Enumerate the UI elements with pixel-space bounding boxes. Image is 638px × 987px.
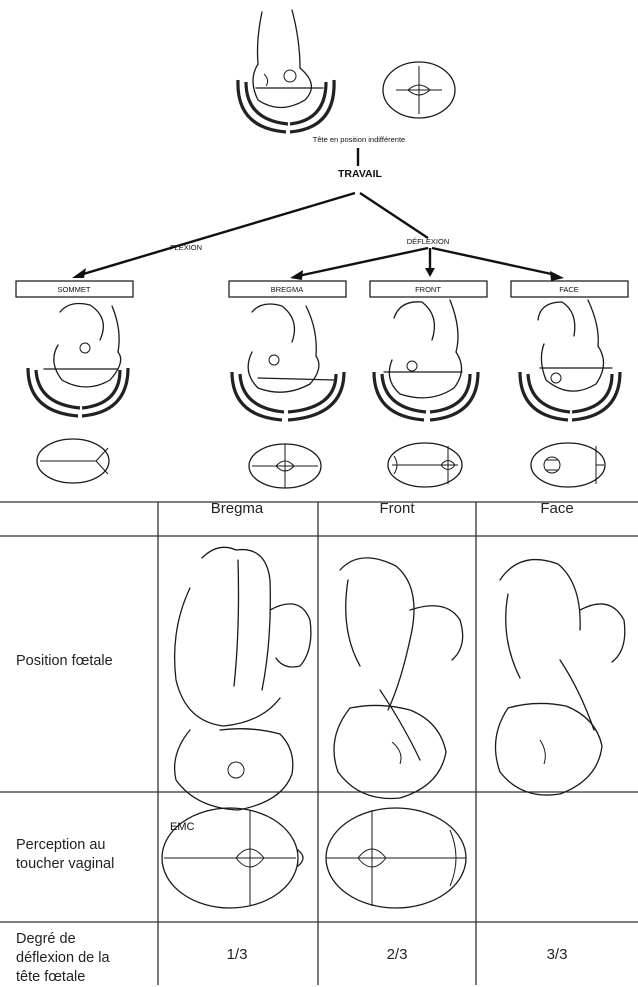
row-label-perception: Perception au toucher vaginal	[16, 836, 114, 874]
fetus-position-bregma-drawing: EMC	[170, 547, 311, 833]
skull-sommet-view	[37, 439, 109, 483]
deflexion-table-grid: EMC	[0, 490, 638, 985]
fetus-front-illustration	[374, 300, 478, 420]
fetus-position-face-drawing	[496, 560, 625, 796]
fetus-face-illustration	[520, 300, 620, 420]
box-front-label: FRONT	[415, 285, 441, 294]
fetus-bregma-illustration	[232, 304, 344, 420]
row-label-degre-line3: tête fœtale	[16, 968, 110, 987]
skull-face-view	[531, 443, 605, 487]
fetus-position-front-drawing	[334, 558, 463, 799]
row-label-degre-line1: Degré de	[16, 930, 110, 949]
fetus-indifferent-illustration	[238, 10, 334, 132]
box-face-label: FACE	[559, 285, 579, 294]
skull-front-view	[388, 443, 462, 487]
row-label-position: Position fœtale	[16, 652, 113, 671]
row-label-perception-line1: Perception au	[16, 836, 114, 855]
flexion-label: FLEXION	[170, 243, 202, 252]
skull-palpation-front-drawing	[326, 808, 466, 908]
branch-arrows	[72, 193, 564, 281]
skull-bregma-view	[249, 444, 321, 488]
column-header-bregma: Bregma	[162, 500, 312, 517]
skull-top-view-indifferent	[383, 62, 455, 118]
fetus-sommet-illustration	[28, 304, 128, 416]
row-label-degre: Degré de déflexion de la tête fœtale	[16, 930, 110, 987]
column-header-face: Face	[482, 500, 632, 517]
travail-label: TRAVAIL	[338, 168, 383, 180]
deflexion-label: DÉFLEXION	[407, 237, 450, 246]
degree-face: 3/3	[482, 946, 632, 963]
box-bregma-label: BREGMA	[271, 285, 304, 294]
degree-bregma: 1/3	[162, 946, 312, 963]
box-sommet-label: SOMMET	[58, 285, 91, 294]
row-label-perception-line2: toucher vaginal	[16, 855, 114, 874]
row-label-degre-line2: déflexion de la	[16, 949, 110, 968]
presentation-tree-diagram: Tête en position indifférente TRAVAIL FL…	[0, 0, 638, 490]
indifferent-caption: Tête en position indifférente	[313, 135, 405, 144]
degree-front: 2/3	[322, 946, 472, 963]
column-header-front: Front	[322, 500, 472, 517]
